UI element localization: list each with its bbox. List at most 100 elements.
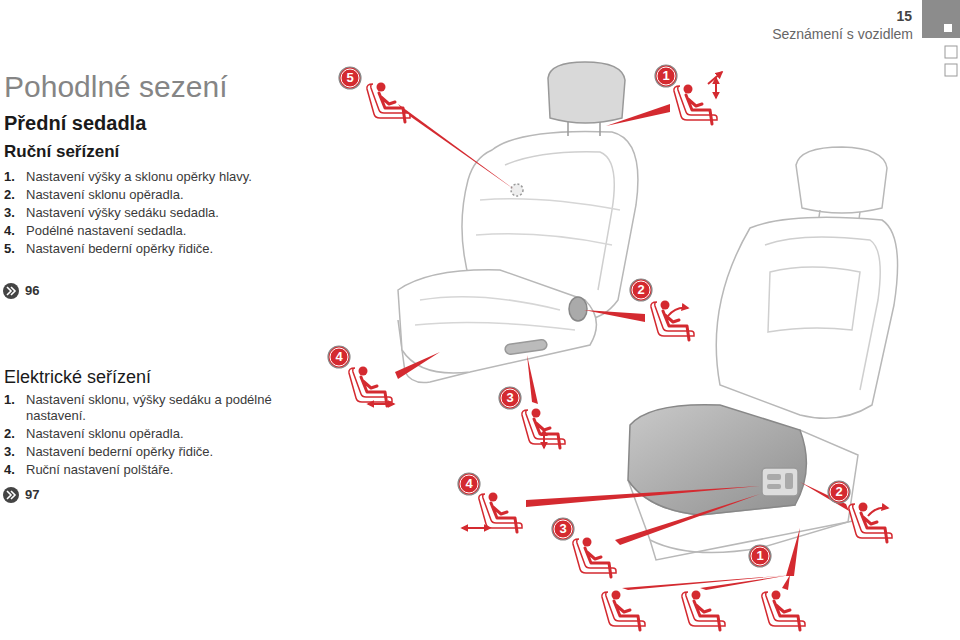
reference-dot <box>3 283 19 299</box>
leader-line <box>786 528 800 576</box>
seat-pictogram <box>762 591 805 631</box>
electric-seat <box>628 147 898 560</box>
callout-text: 1 <box>654 64 678 88</box>
seat-cushion <box>628 405 806 515</box>
seat-pictogram <box>349 367 392 407</box>
reference-icon <box>3 487 19 503</box>
callout-circle <box>828 481 850 503</box>
callout-circle <box>328 346 350 368</box>
leader-line <box>395 352 440 379</box>
seat-pictogram <box>522 409 565 449</box>
control-switch <box>767 484 781 489</box>
list-number: 3. <box>4 444 15 460</box>
callout-number: 2 <box>629 278 653 302</box>
backrest-seam <box>505 152 614 290</box>
leader-line <box>527 355 538 404</box>
list-item: Nastavení sklonu, výšky sedáku a podélné… <box>26 392 306 424</box>
backrest-quilting <box>476 199 620 245</box>
callout-text: 3 <box>551 517 575 541</box>
seat-pictogram <box>573 538 616 578</box>
control-switch <box>785 473 793 489</box>
motion-arrows <box>368 72 888 528</box>
callout-circle <box>630 279 652 301</box>
leader-line <box>622 575 790 590</box>
motion-arrow <box>368 403 394 405</box>
list-item: Nastavení bederní opěrky řidiče. <box>26 241 213 257</box>
backrest <box>716 217 897 418</box>
callout-circle <box>458 473 480 495</box>
control-panel <box>762 468 798 496</box>
list-number: 4. <box>4 462 15 478</box>
headrest <box>548 62 625 123</box>
height-lever <box>505 339 548 355</box>
control-switch <box>767 474 781 480</box>
list-number: 5. <box>4 241 15 257</box>
seat-pictogram <box>674 85 717 125</box>
page-reference: 97 <box>25 487 39 503</box>
seat-pictogram <box>651 301 694 341</box>
callout-number: 3 <box>551 517 575 541</box>
recline-knob <box>569 297 587 321</box>
motion-arrow <box>543 430 545 448</box>
callout-text: 4 <box>457 472 481 496</box>
callout-text: 1 <box>748 544 772 568</box>
callout-circle <box>339 67 361 89</box>
seat-pictogram <box>367 83 410 123</box>
callout-circle <box>749 545 771 567</box>
leader-line <box>615 494 760 545</box>
leader-lines <box>395 104 849 590</box>
manual-seat <box>398 62 638 383</box>
list-item: Ruční nastavení polštáře. <box>26 462 173 478</box>
list-item: Nastavení sklonu opěradla. <box>26 426 184 442</box>
list-item: Nastavení výšky a sklonu opěrky hlavy. <box>26 169 252 185</box>
callout-text: 2 <box>827 480 851 504</box>
subheading: Elektrické seřízení <box>4 366 151 388</box>
leader-line <box>584 310 645 322</box>
reference-dot <box>3 487 19 503</box>
subheading: Přední sedadla <box>4 111 146 135</box>
callout-number: 3 <box>498 386 522 410</box>
seat-pictogram <box>682 591 725 631</box>
motion-arrow <box>868 508 888 516</box>
list-number: 3. <box>4 205 15 221</box>
callout-circle <box>552 518 574 540</box>
backrest-seam <box>765 237 880 390</box>
seat-pictogram <box>602 591 645 631</box>
motion-arrow <box>462 527 490 529</box>
chapter-tab <box>945 46 957 58</box>
callout-text: 5 <box>338 66 362 90</box>
chapter-tab-mark <box>944 24 952 32</box>
list-item: Nastavení výšky sedáku sedadla. <box>26 205 219 221</box>
motion-arrow <box>715 78 717 98</box>
callout-text: 3 <box>498 386 522 410</box>
callout-number: 2 <box>827 480 851 504</box>
callout-number: 1 <box>748 544 772 568</box>
callout-circle <box>499 387 521 409</box>
page-title: Pohodlné sezení <box>4 70 228 104</box>
leader-line <box>526 486 760 507</box>
list-number: 2. <box>4 187 15 203</box>
seat-pictogram <box>479 493 522 533</box>
callout-number: 5 <box>338 66 362 90</box>
list-item: Nastavení bederní opěrky řidiče. <box>26 444 213 460</box>
callout-number: 1 <box>654 64 678 88</box>
callout-circle <box>655 65 677 87</box>
chapter-tab <box>945 64 957 76</box>
list-number: 1. <box>4 392 15 408</box>
lumbar-knob <box>511 184 523 196</box>
headrest <box>796 147 887 213</box>
leader-line <box>700 575 790 590</box>
callout-number: 4 <box>327 345 351 369</box>
leader-line <box>606 104 670 126</box>
reference-chevrons <box>7 491 15 499</box>
reference-icon <box>3 283 19 299</box>
list-number: 2. <box>4 426 15 442</box>
reference-chevrons <box>7 287 15 295</box>
page-reference: 96 <box>25 283 39 299</box>
callout-text: 4 <box>327 345 351 369</box>
callout-number: 4 <box>457 472 481 496</box>
chapter-tab <box>922 0 960 38</box>
cushion-quilting <box>415 297 575 330</box>
page-number: 15 <box>896 8 912 24</box>
